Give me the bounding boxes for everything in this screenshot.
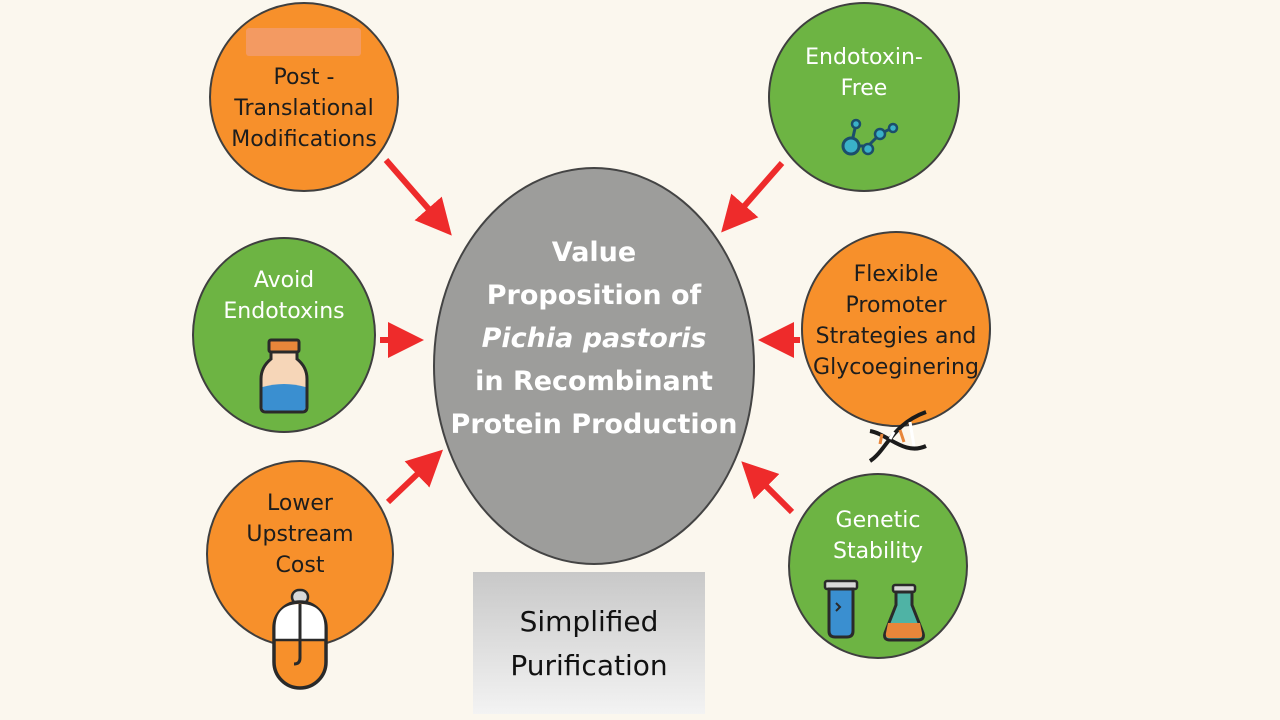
node-flexible-promoter: Flexible Promoter Strategies and Glycoeg… — [801, 231, 991, 427]
node-endotoxin-free: Endotoxin- Free — [768, 2, 960, 192]
node-flexible-promoter-label: Flexible Promoter Strategies and Glycoeg… — [813, 262, 979, 380]
arrow-ptm — [383, 158, 452, 236]
simplified-line-1: Simplified — [519, 605, 659, 638]
simplified-purification-box: Simplified Purification — [473, 572, 705, 714]
arrow-endotoxin-free — [721, 161, 785, 233]
flask-icon — [883, 583, 925, 642]
node-ptm-label: Post - Translational Modifications — [231, 65, 377, 152]
molecule-icon — [841, 118, 899, 156]
node-lower-upstream-cost-label: Lower Upstream Cost — [246, 491, 354, 578]
arrow-genetic-stability — [741, 461, 795, 515]
node-genetic-stability-label: Genetic Stability — [832, 508, 924, 564]
center-circle: Value Proposition of Pichia pastoris in … — [433, 167, 755, 565]
node-avoid-endotoxins-label: Avoid Endotoxins — [223, 268, 345, 324]
bottle-icon — [259, 338, 309, 414]
test-tube-icon — [823, 579, 859, 639]
node-genetic-stability: Genetic Stability — [788, 473, 968, 659]
simplified-line-2: Purification — [510, 649, 668, 682]
dna-icon — [868, 410, 927, 463]
center-title: Value Proposition of Pichia pastoris in … — [450, 237, 738, 440]
node-avoid-endotoxins: Avoid Endotoxins — [192, 237, 376, 433]
mouse-icon — [272, 588, 328, 690]
node-endotoxin-free-label: Endotoxin- Free — [805, 45, 923, 101]
node-ptm: Post - Translational Modifications — [209, 2, 399, 192]
arrow-lower-upstream-cost — [385, 449, 444, 505]
redacted-patch — [246, 28, 361, 56]
